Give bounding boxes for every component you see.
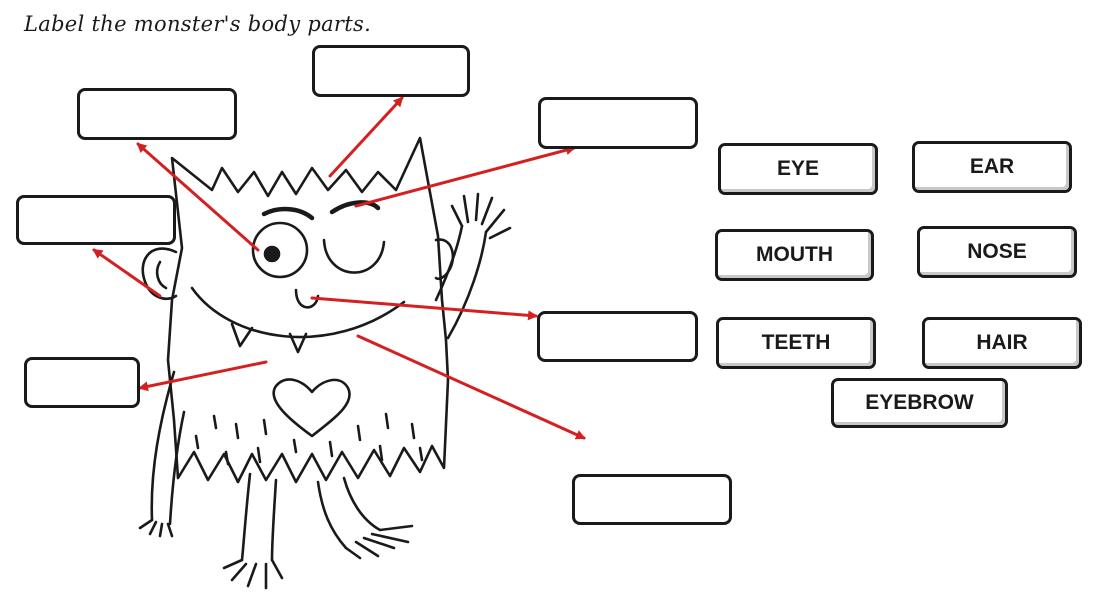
word-tile-mouth[interactable]: MOUTH bbox=[715, 229, 874, 281]
arrow-hair bbox=[328, 96, 404, 178]
mouth-drawing bbox=[190, 286, 406, 339]
arrow-mouth bbox=[356, 334, 586, 440]
word-tile-teeth[interactable]: TEETH bbox=[716, 317, 876, 369]
monster-figure bbox=[138, 136, 512, 590]
instruction-text: Label the monster's body parts. bbox=[24, 12, 372, 36]
answer-box-middle-right[interactable] bbox=[537, 311, 698, 362]
arrow-eye bbox=[136, 142, 260, 252]
answer-box-top-right[interactable] bbox=[538, 97, 698, 149]
word-tile-nose[interactable]: NOSE bbox=[917, 226, 1077, 278]
ear-drawing bbox=[141, 247, 178, 300]
arrow-eyebrow bbox=[354, 145, 576, 208]
arrow-teeth bbox=[138, 360, 268, 392]
word-tile-eye[interactable]: EYE bbox=[718, 143, 878, 195]
word-tile-eyebrow[interactable]: EYEBROW bbox=[831, 378, 1008, 428]
arrow-ear bbox=[92, 248, 162, 298]
arrow-nose bbox=[310, 296, 538, 321]
answer-box-top-left[interactable] bbox=[77, 88, 237, 140]
eyebrow-drawing bbox=[261, 206, 315, 221]
arrows bbox=[92, 96, 586, 440]
teeth-drawing bbox=[230, 322, 254, 348]
answer-box-top-center[interactable] bbox=[312, 45, 470, 97]
word-tile-hair[interactable]: HAIR bbox=[922, 317, 1082, 369]
word-tile-ear[interactable]: EAR bbox=[912, 141, 1072, 193]
answer-box-left-upper[interactable] bbox=[16, 195, 176, 245]
monster-body-outline bbox=[166, 136, 450, 484]
answer-box-bottom[interactable] bbox=[572, 474, 732, 525]
eye-drawing bbox=[251, 221, 309, 279]
answer-box-left-lower[interactable] bbox=[24, 357, 140, 408]
